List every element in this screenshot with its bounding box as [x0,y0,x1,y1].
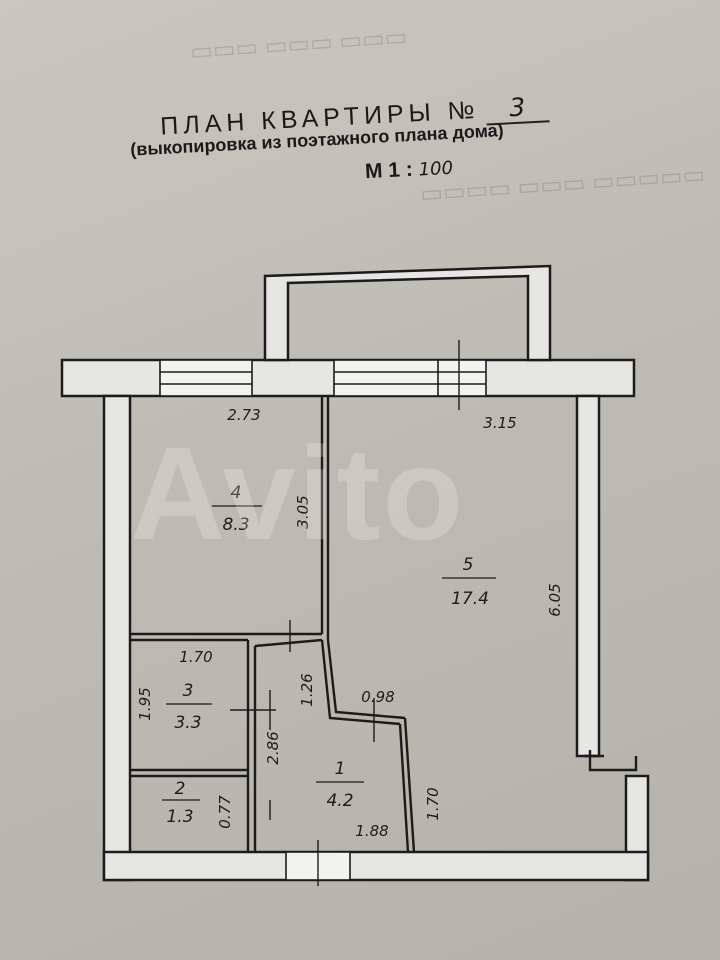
dim-room3-height: 1.95 [136,687,154,720]
room-1-number: 1 [335,759,346,779]
dimension-ticks [230,620,375,820]
room-3-number: 3 [183,681,194,701]
window-room5 [333,359,487,397]
room-4-area: 8.3 [222,515,249,535]
dim-room5-width: 3.15 [483,414,516,432]
window-room4 [159,359,253,397]
room-5-number: 5 [463,555,474,575]
dim-room4-height: 3.05 [294,495,312,528]
dim-room2-height: 0.77 [216,795,234,829]
room-2-area: 1.3 [166,807,193,827]
dim-room1-notch: 0.98 [361,688,394,706]
dim-room3-width: 1.70 [179,648,212,666]
room-1-area: 4.2 [326,791,353,811]
exterior-wall-bottom [102,850,650,882]
dim-room1-top: 1.26 [298,673,316,706]
room-4: 4 8.3 [212,483,262,535]
walls [60,264,650,882]
dim-room1-bottom: 1.88 [355,822,388,840]
partitions [130,396,638,853]
partition-hall-room5 [326,639,406,720]
room-2-number: 2 [175,779,186,799]
exterior-wall-right [575,394,601,758]
room-3: 3 3.3 [166,681,212,733]
dim-room1-right: 1.70 [424,787,442,820]
dim-room4-width: 2.73 [227,406,260,424]
dim-room1-height: 2.86 [264,731,282,764]
room-2: 2 1.3 [162,779,200,827]
exterior-wall-left [102,394,132,882]
dimension-labels: 2.73 3.15 3.05 6.05 1.70 1.95 1.26 2.86 … [136,406,564,840]
room-5: 5 17.4 [442,555,496,609]
room-1: 1 4.2 [316,759,364,811]
room-3-area: 3.3 [174,713,201,733]
room-4-number: 4 [231,483,242,503]
room-5-area: 17.4 [451,589,489,609]
windows [159,340,487,886]
loggia-wall [263,264,552,362]
dim-room5-height: 6.05 [546,583,564,616]
